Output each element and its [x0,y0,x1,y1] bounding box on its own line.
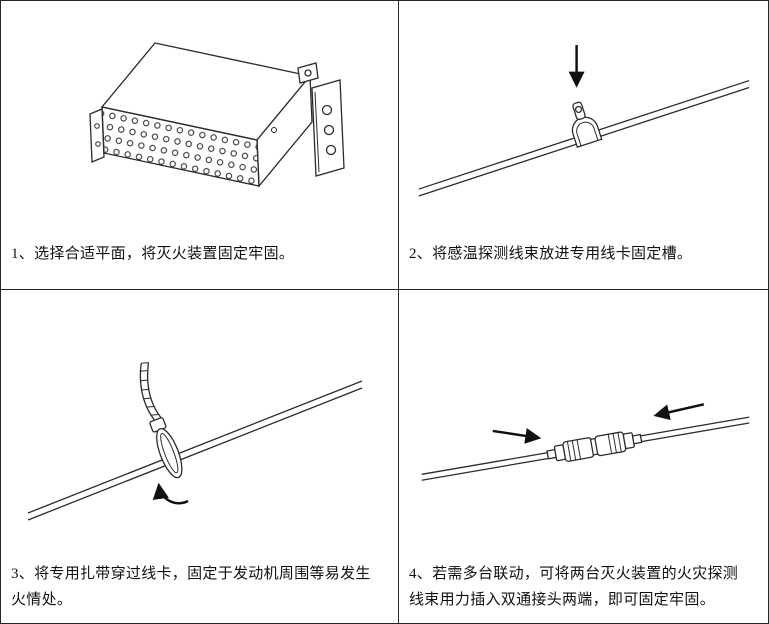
curved-arrow-icon [152,483,189,505]
panel-4-illustration-area [399,290,768,561]
panel-2-illustration-area [399,1,768,241]
right-wire [640,416,749,443]
step-2-caption: 2、将感温探测线束放进专用线卡固定槽。 [409,245,693,262]
zip-tie-illustration [27,362,362,521]
device-box [88,42,345,189]
panel-step-1: 1、选择合适平面，将灭火装置固定牢固。 [1,1,399,290]
right-arrow-icon [492,428,541,445]
connector-illustration [421,403,749,482]
wire-clip [571,101,603,148]
two-way-connector [545,431,642,463]
panel-step-3: 3、将专用扎带穿过线卡，固定于发动机周围等易发生火情处。 [1,290,399,623]
panel-3-illustration-area [1,290,398,561]
panel-step-4: 4、若需多台联动，可将两台灭火装置的火灾探测线束用力插入双通接头两端，即可固定牢… [399,290,768,623]
step-4-caption: 4、若需多台联动，可将两台灭火装置的火灾探测线束用力插入双通接头两端，即可固定牢… [409,565,739,608]
left-wire [421,452,548,482]
zip-tie [139,362,182,479]
fire-suppression-device-illustration [88,42,345,189]
step-1-caption: 1、选择合适平面，将灭火装置固定牢固。 [11,245,295,262]
detection-wire [27,380,362,521]
step-3-caption: 3、将专用扎带穿过线卡，固定于发动机周围等易发生火情处。 [11,565,371,608]
panel-1-illustration-area [1,1,398,241]
left-arrow-icon [652,403,704,421]
cable-clip-illustration [418,44,749,197]
panel-step-2: 2、将感温探测线束放进专用线卡固定槽。 [399,1,768,290]
